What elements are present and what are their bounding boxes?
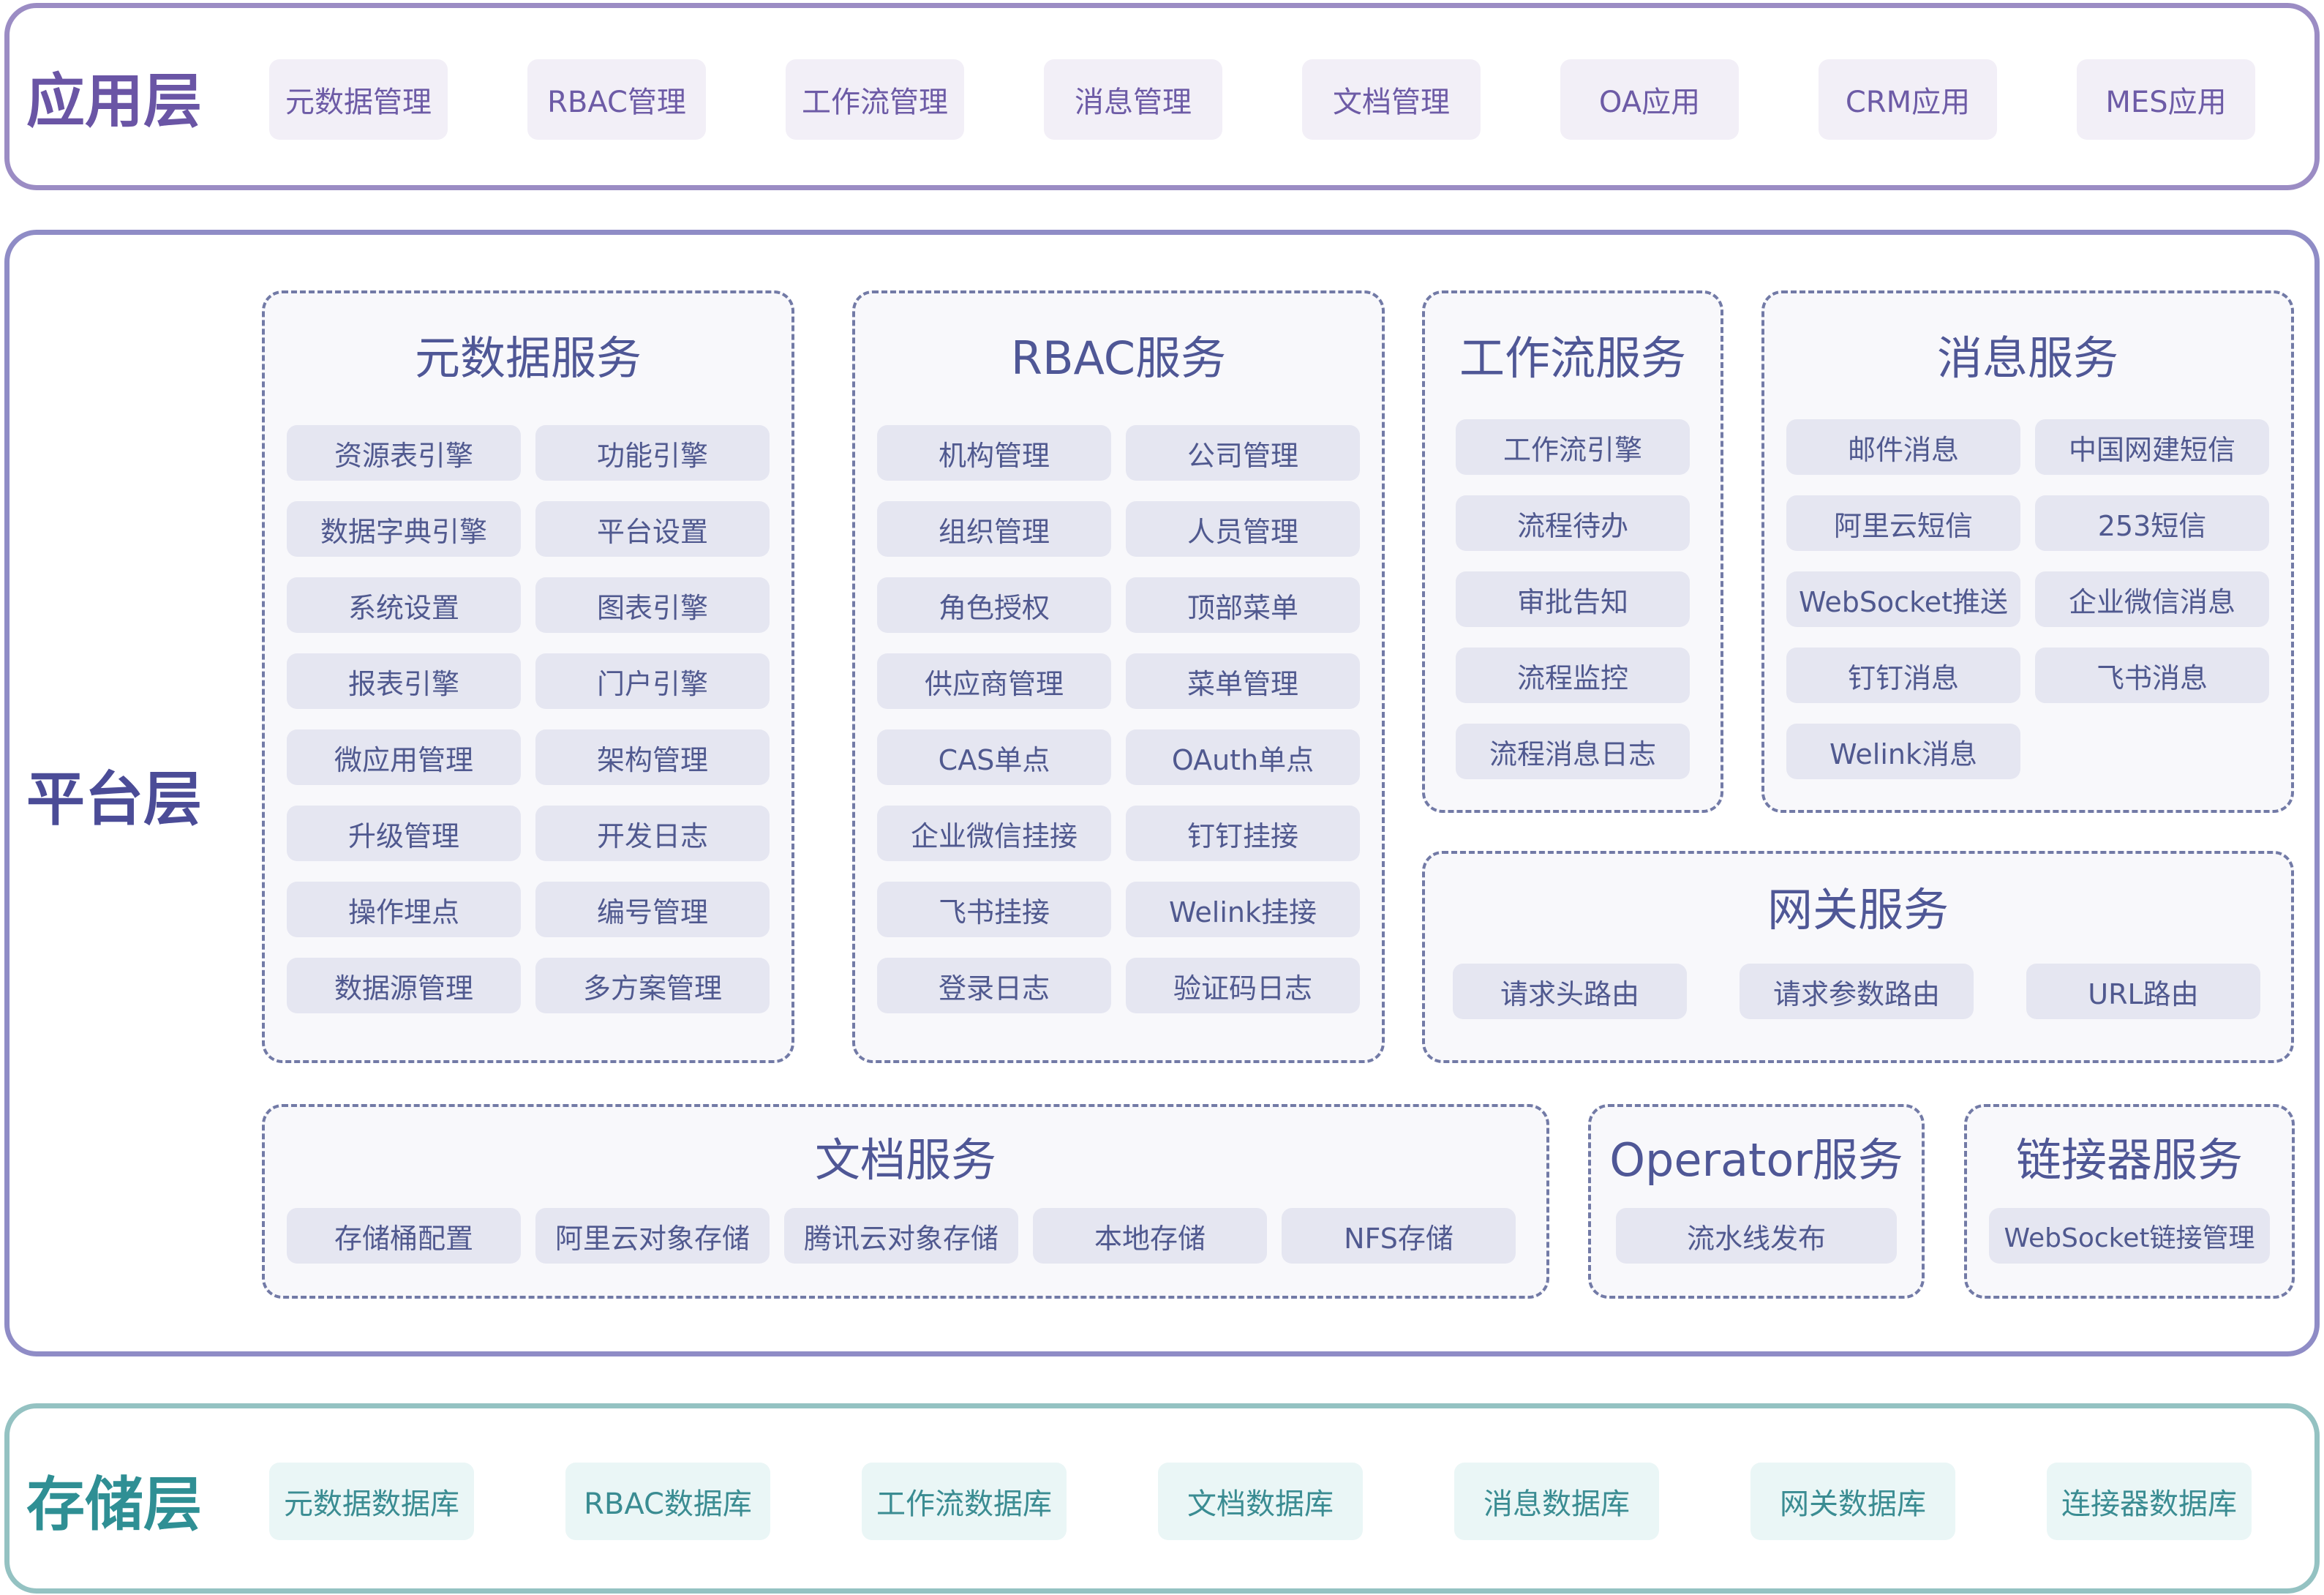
service-item: 审批告知 — [1456, 571, 1690, 627]
operator-service-title: Operator服务 — [1609, 1133, 1903, 1187]
app-item-rbac: RBAC管理 — [527, 59, 706, 140]
metadata-service-title: 元数据服务 — [414, 331, 642, 385]
service-item: 飞书消息 — [2035, 648, 2269, 703]
app-item-metadata: 元数据管理 — [269, 59, 448, 140]
service-item: 公司管理 — [1126, 425, 1360, 481]
service-item: 登录日志 — [877, 958, 1111, 1013]
service-item: 阿里云短信 — [1786, 495, 2020, 551]
application-layer-title: 应用层 — [26, 67, 202, 135]
service-item: 验证码日志 — [1126, 958, 1360, 1013]
document-service: 文档服务 存储桶配置 阿里云对象存储 腾讯云对象存储 本地存储 NFS存储 — [262, 1104, 1549, 1299]
service-item: 流水线发布 — [1616, 1208, 1897, 1264]
service-item: Welink挂接 — [1126, 882, 1360, 937]
service-item: 门户引擎 — [535, 653, 770, 709]
service-item: 腾讯云对象存储 — [784, 1208, 1018, 1264]
service-item: 升级管理 — [287, 806, 521, 861]
document-service-title: 文档服务 — [814, 1133, 996, 1187]
service-item: 编号管理 — [535, 882, 770, 937]
service-item: 资源表引擎 — [287, 425, 521, 481]
storage-item-message-db: 消息数据库 — [1454, 1463, 1659, 1540]
storage-item-metadata-db: 元数据数据库 — [269, 1463, 474, 1540]
service-item: 存储桶配置 — [287, 1208, 521, 1264]
service-item: 供应商管理 — [877, 653, 1111, 709]
app-item-workflow: 工作流管理 — [786, 59, 964, 140]
metadata-service: 元数据服务 资源表引擎 功能引擎 数据字典引擎 平台设置 系统设置 图表引擎 报… — [262, 290, 794, 1063]
app-item-document: 文档管理 — [1302, 59, 1481, 140]
gateway-service: 网关服务 请求头路由 请求参数路由 URL路由 — [1422, 851, 2294, 1063]
workflow-service-title: 工作流服务 — [1459, 331, 1686, 385]
storage-item-gateway-db: 网关数据库 — [1750, 1463, 1955, 1540]
platform-layer: 平台层 元数据服务 资源表引擎 功能引擎 数据字典引擎 平台设置 系统设置 图表… — [4, 230, 2320, 1356]
service-item: 阿里云对象存储 — [535, 1208, 770, 1264]
service-item: 报表引擎 — [287, 653, 521, 709]
app-item-message: 消息管理 — [1044, 59, 1222, 140]
storage-item-rbac-db: RBAC数据库 — [565, 1463, 770, 1540]
app-item-oa: OA应用 — [1560, 59, 1739, 140]
storage-item-document-db: 文档数据库 — [1158, 1463, 1363, 1540]
service-item: 流程待办 — [1456, 495, 1690, 551]
service-item: 操作埋点 — [287, 882, 521, 937]
service-item: 钉钉消息 — [1786, 648, 2020, 703]
service-item: Welink消息 — [1786, 724, 2020, 779]
storage-layer-title: 存储层 — [26, 1471, 202, 1539]
service-item: 机构管理 — [877, 425, 1111, 481]
service-item: 角色授权 — [877, 577, 1111, 633]
gateway-service-title: 网关服务 — [1767, 883, 1949, 937]
service-item: WebSocket链接管理 — [1989, 1208, 2270, 1264]
rbac-service: RBAC服务 机构管理 公司管理 组织管理 人员管理 角色授权 顶部菜单 供应商… — [852, 290, 1385, 1063]
service-item: 菜单管理 — [1126, 653, 1360, 709]
service-item: 平台设置 — [535, 501, 770, 557]
service-item: 组织管理 — [877, 501, 1111, 557]
service-item: 图表引擎 — [535, 577, 770, 633]
app-item-mes: MES应用 — [2077, 59, 2255, 140]
service-item: 流程消息日志 — [1456, 724, 1690, 779]
service-item: URL路由 — [2026, 964, 2260, 1019]
service-item: OAuth单点 — [1126, 729, 1360, 785]
service-item: 本地存储 — [1033, 1208, 1267, 1264]
service-item: 架构管理 — [535, 729, 770, 785]
service-item: 流程监控 — [1456, 648, 1690, 703]
service-item: 请求参数路由 — [1740, 964, 1974, 1019]
service-item: 微应用管理 — [287, 729, 521, 785]
service-item: 请求头路由 — [1453, 964, 1687, 1019]
service-item: 钉钉挂接 — [1126, 806, 1360, 861]
storage-layer: 存储层 元数据数据库 RBAC数据库 工作流数据库 文档数据库 消息数据库 网关… — [4, 1403, 2320, 1594]
rbac-service-title: RBAC服务 — [1010, 331, 1227, 385]
service-item: 工作流引擎 — [1456, 419, 1690, 475]
service-item: 顶部菜单 — [1126, 577, 1360, 633]
service-item: CAS单点 — [877, 729, 1111, 785]
service-item: WebSocket推送 — [1786, 571, 2020, 627]
service-item: 数据源管理 — [287, 958, 521, 1013]
storage-item-workflow-db: 工作流数据库 — [862, 1463, 1067, 1540]
connector-service: 链接器服务 WebSocket链接管理 — [1964, 1104, 2295, 1299]
service-item: NFS存储 — [1282, 1208, 1516, 1264]
platform-layer-title: 平台层 — [26, 765, 202, 833]
service-item: 功能引擎 — [535, 425, 770, 481]
storage-item-connector-db: 连接器数据库 — [2047, 1463, 2252, 1540]
service-item: 开发日志 — [535, 806, 770, 861]
service-item: 邮件消息 — [1786, 419, 2020, 475]
application-layer: 应用层 元数据管理 RBAC管理 工作流管理 消息管理 文档管理 OA应用 CR… — [4, 3, 2320, 190]
operator-service: Operator服务 流水线发布 — [1588, 1104, 1925, 1299]
service-item: 中国网建短信 — [2035, 419, 2269, 475]
message-service: 消息服务 邮件消息 中国网建短信 阿里云短信 253短信 WebSocket推送… — [1761, 290, 2294, 813]
service-item: 253短信 — [2035, 495, 2269, 551]
service-item: 企业微信消息 — [2035, 571, 2269, 627]
app-item-crm: CRM应用 — [1819, 59, 1997, 140]
message-service-title: 消息服务 — [1936, 331, 2118, 385]
service-item: 多方案管理 — [535, 958, 770, 1013]
service-item: 企业微信挂接 — [877, 806, 1111, 861]
service-item: 数据字典引擎 — [287, 501, 521, 557]
connector-service-title: 链接器服务 — [2015, 1133, 2243, 1187]
service-item: 系统设置 — [287, 577, 521, 633]
service-item: 人员管理 — [1126, 501, 1360, 557]
workflow-service: 工作流服务 工作流引擎 流程待办 审批告知 流程监控 流程消息日志 — [1422, 290, 1723, 813]
service-item: 飞书挂接 — [877, 882, 1111, 937]
